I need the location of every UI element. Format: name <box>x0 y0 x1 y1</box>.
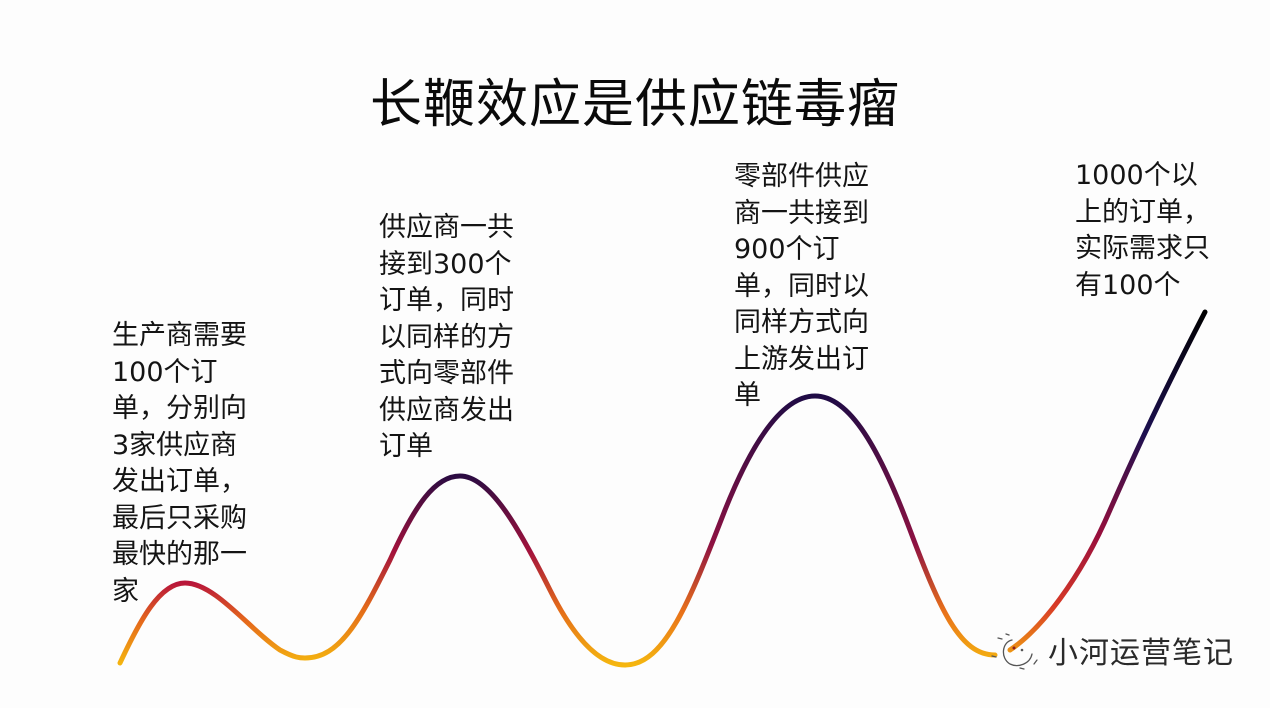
wave-segment-2 <box>302 473 628 668</box>
watermark: 小河运营笔记 <box>990 628 1234 672</box>
annotation-parts-supplier: 零部件供应 商一共接到 900个订 单，同时以 同样方式向 上游发出订 单 <box>734 161 869 411</box>
annotation-manufacturer: 生产商需要 100个订 单，分别向 3家供应商 发出订单， 最后只采购 最快的那… <box>112 320 247 607</box>
watermark-text: 小河运营笔记 <box>1048 636 1234 671</box>
wave-segment-1 <box>117 580 308 666</box>
wave-segment-4 <box>1007 309 1208 653</box>
wave-segment-3 <box>622 393 998 668</box>
annotation-upstream: 1000个以 上的订单， 实际需求只 有100个 <box>1075 160 1210 301</box>
wechat-doodle-icon <box>991 633 1038 670</box>
diagram-title: 长鞭效应是供应链毒瘤 <box>369 75 900 135</box>
annotation-supplier: 供应商一共 接到300个 订单，同时 以同样的方 式向零部件 供应商发出 订单 <box>379 212 514 462</box>
